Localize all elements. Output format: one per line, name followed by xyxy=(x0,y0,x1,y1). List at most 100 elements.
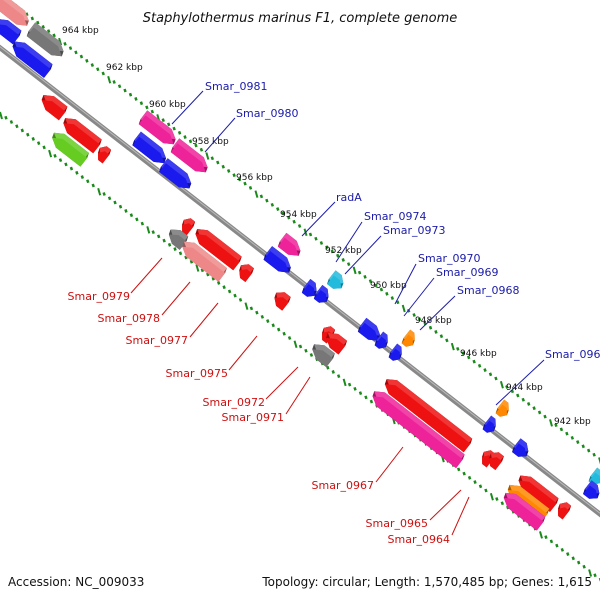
reverse-gene-arrow xyxy=(558,502,572,520)
minor-tick xyxy=(134,97,138,101)
forward-gene-arrow xyxy=(583,480,600,499)
forward-gene-label-texts: Smar_0981 Smar_0980 radA Smar_0974 Smar_… xyxy=(205,80,600,361)
minor-tick xyxy=(52,33,56,38)
minor-tick xyxy=(139,101,144,106)
gene-label: Smar_0977 xyxy=(126,334,188,347)
gene-front-face xyxy=(482,420,494,433)
minor-tick xyxy=(9,120,14,124)
minor-tick xyxy=(363,274,367,279)
minor-tick xyxy=(554,423,558,428)
minor-tick xyxy=(281,211,285,216)
gene-front-face xyxy=(503,497,544,531)
forward-gene-arrow xyxy=(132,131,166,164)
minor-tick xyxy=(166,122,171,127)
major-tick xyxy=(244,302,249,310)
minor-tick xyxy=(42,145,46,150)
minor-tick xyxy=(537,410,542,415)
minor-tick xyxy=(467,475,472,480)
minor-tick xyxy=(456,467,461,472)
genome-summary-text: Topology: circular; Length: 1,570,485 bp… xyxy=(261,575,592,589)
minor-tick xyxy=(319,241,324,245)
gene-front-face xyxy=(326,337,346,355)
minor-tick xyxy=(484,488,488,493)
forward-gene-arrow xyxy=(357,317,381,341)
reverse-gene-arrow xyxy=(195,229,242,271)
reverse-gene-arrow xyxy=(503,492,546,531)
gene-front-face xyxy=(263,251,290,273)
minor-tick xyxy=(270,202,275,207)
minor-tick xyxy=(276,327,281,332)
minor-tick xyxy=(346,262,351,267)
reverse-gene-labels xyxy=(130,257,470,536)
minor-tick xyxy=(129,213,134,218)
gene-label: Smar_0970 xyxy=(418,252,480,265)
gene-front-face xyxy=(170,143,206,173)
minor-tick xyxy=(86,179,90,184)
forward-gene-labels xyxy=(171,90,545,406)
minor-tick xyxy=(271,323,275,328)
reverse-gene-arrow xyxy=(326,332,347,355)
minor-tick xyxy=(505,385,509,389)
minor-tick xyxy=(521,397,525,402)
scale-label: 958 kbp xyxy=(192,137,229,147)
minor-tick xyxy=(188,139,193,144)
minor-tick xyxy=(282,331,286,336)
forward-gene-arrow xyxy=(277,232,301,256)
minor-tick xyxy=(445,338,449,343)
reverse-gene-arrow xyxy=(489,452,504,470)
minor-tick xyxy=(248,186,253,190)
gene-front-face xyxy=(0,0,27,26)
minor-tick xyxy=(79,54,84,59)
gene-front-face xyxy=(357,322,379,341)
forward-gene-arrow xyxy=(482,415,496,433)
minor-tick xyxy=(107,196,112,201)
gene-label: Smar_0965 xyxy=(366,517,428,530)
minor-tick xyxy=(36,141,41,146)
minor-tick xyxy=(64,162,68,167)
minor-tick xyxy=(237,177,242,182)
minor-tick xyxy=(297,224,302,228)
forward-gene-arrow xyxy=(26,22,64,57)
minor-tick xyxy=(31,137,35,141)
minor-tick xyxy=(53,153,57,158)
scale-label: 950 kbp xyxy=(370,281,407,291)
gene-front-face xyxy=(388,348,400,361)
reverse-gene-arrow xyxy=(41,95,68,121)
minor-tick xyxy=(336,374,341,379)
minor-tick xyxy=(462,471,466,476)
forward-gene-arrow xyxy=(401,329,415,347)
reverse-gene-arrow xyxy=(312,344,335,368)
minor-tick xyxy=(189,259,194,264)
scale-label: 960 kbp xyxy=(149,100,186,110)
gene-front-face xyxy=(41,100,66,121)
minor-tick xyxy=(417,317,422,322)
minor-tick xyxy=(473,480,477,484)
reverse-gene-arrow xyxy=(12,41,53,78)
gene-label: Smar_0978 xyxy=(98,312,160,325)
minor-tick xyxy=(150,109,155,114)
minor-tick xyxy=(145,105,149,110)
major-tick xyxy=(352,266,357,275)
minor-tick xyxy=(117,84,122,89)
minor-tick xyxy=(516,393,520,398)
major-tick xyxy=(539,531,543,539)
minor-tick xyxy=(364,395,368,400)
gene-front-face xyxy=(313,290,327,303)
reverse-gene-arrow xyxy=(63,118,102,154)
major-tick xyxy=(489,492,494,501)
minor-tick xyxy=(549,539,554,544)
gene-front-face xyxy=(384,384,471,453)
gene-front-face xyxy=(98,151,110,164)
minor-tick xyxy=(560,547,565,552)
scale-label: 944 kbp xyxy=(506,383,543,393)
gene-label: Smar_0972 xyxy=(203,396,265,409)
gene-label: Smar_0981 xyxy=(205,80,267,93)
minor-tick xyxy=(276,207,280,211)
minor-tick xyxy=(526,402,531,406)
forward-gene-arrow xyxy=(512,438,529,457)
major-tick xyxy=(342,378,347,387)
minor-tick xyxy=(369,399,374,404)
minor-tick xyxy=(543,414,547,419)
gene-label: Smar_0971 xyxy=(222,411,284,424)
forward-gene-arrow xyxy=(159,158,192,189)
